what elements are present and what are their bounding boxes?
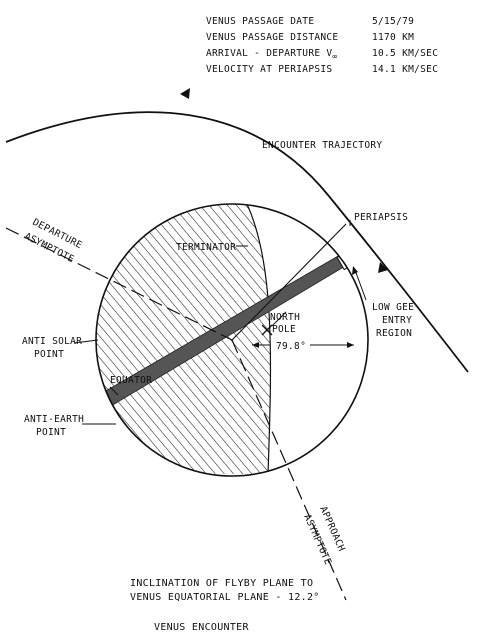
night-side-hatch [96, 204, 271, 474]
terminator-label: TERMINATOR [176, 242, 236, 253]
param-label-periapsis-velocity: VELOCITY AT PERIAPSIS [206, 64, 332, 75]
caption: INCLINATION OF FLYBY PLANE TO VENUS EQUA… [130, 578, 320, 633]
venus-planet [95, 203, 369, 477]
equator-label: EQUATOR [110, 375, 152, 386]
anti-earth-label-2: POINT [36, 427, 66, 438]
low-gee-label-1: LOW GEE [372, 302, 414, 313]
terminator-line [244, 204, 272, 475]
north-pole-label-1: NORTH [270, 312, 300, 323]
caption-line-2: VENUS EQUATORIAL PLANE - 12.2° [130, 592, 320, 603]
caption-line-1: INCLINATION OF FLYBY PLANE TO [130, 578, 313, 589]
departure-asymptote [5, 227, 233, 341]
north-pole-marker [261, 324, 273, 336]
trajectory-arrow-top [180, 88, 190, 99]
periapsis-line [231, 223, 347, 341]
low-gee-label-3: REGION [376, 328, 412, 339]
approach-asymptote [231, 339, 347, 601]
encounter-trajectory-label: ENCOUNTER TRAJECTORY [262, 140, 382, 151]
param-label-arrival-departure-subscript: ∞ [332, 52, 337, 61]
leader-lines [73, 220, 367, 425]
low-gee-label-2: ENTRY [382, 315, 412, 326]
param-label-passage-date: VENUS PASSAGE DATE [206, 16, 314, 27]
trajectory-curve [5, 111, 469, 373]
param-label-arrival-departure: ARRIVAL - DEPARTURE V∞ [206, 48, 338, 61]
param-value-passage-date: 5/15/79 [372, 16, 414, 27]
parameter-table: VENUS PASSAGE DATE 5/15/79 VENUS PASSAGE… [206, 16, 438, 75]
angle-dimension: 79.8° [252, 341, 354, 352]
periapsis-label: PERIAPSIS [354, 212, 408, 223]
encounter-trajectory: ENCOUNTER TRAJECTORY [5, 88, 469, 373]
north-pole-label-2: POLE [272, 324, 296, 335]
param-value-passage-distance: 1170 KM [372, 32, 414, 43]
angle-label: 79.8° [276, 341, 306, 352]
figure-title: VENUS ENCOUNTER [154, 622, 249, 633]
param-value-arrival-departure: 10.5 KM/SEC [372, 48, 438, 59]
param-label-passage-distance: VENUS PASSAGE DISTANCE [206, 32, 338, 43]
anti-solar-label-1: ANTI SOLAR [22, 336, 82, 347]
param-value-periapsis-velocity: 14.1 KM/SEC [372, 64, 438, 75]
param-label-arrival-departure-text: ARRIVAL - DEPARTURE V [206, 48, 332, 59]
trajectory-arrow-right [378, 262, 388, 273]
anti-earth-label-1: ANTI-EARTH [24, 414, 84, 425]
anti-solar-label-2: POINT [34, 349, 64, 360]
